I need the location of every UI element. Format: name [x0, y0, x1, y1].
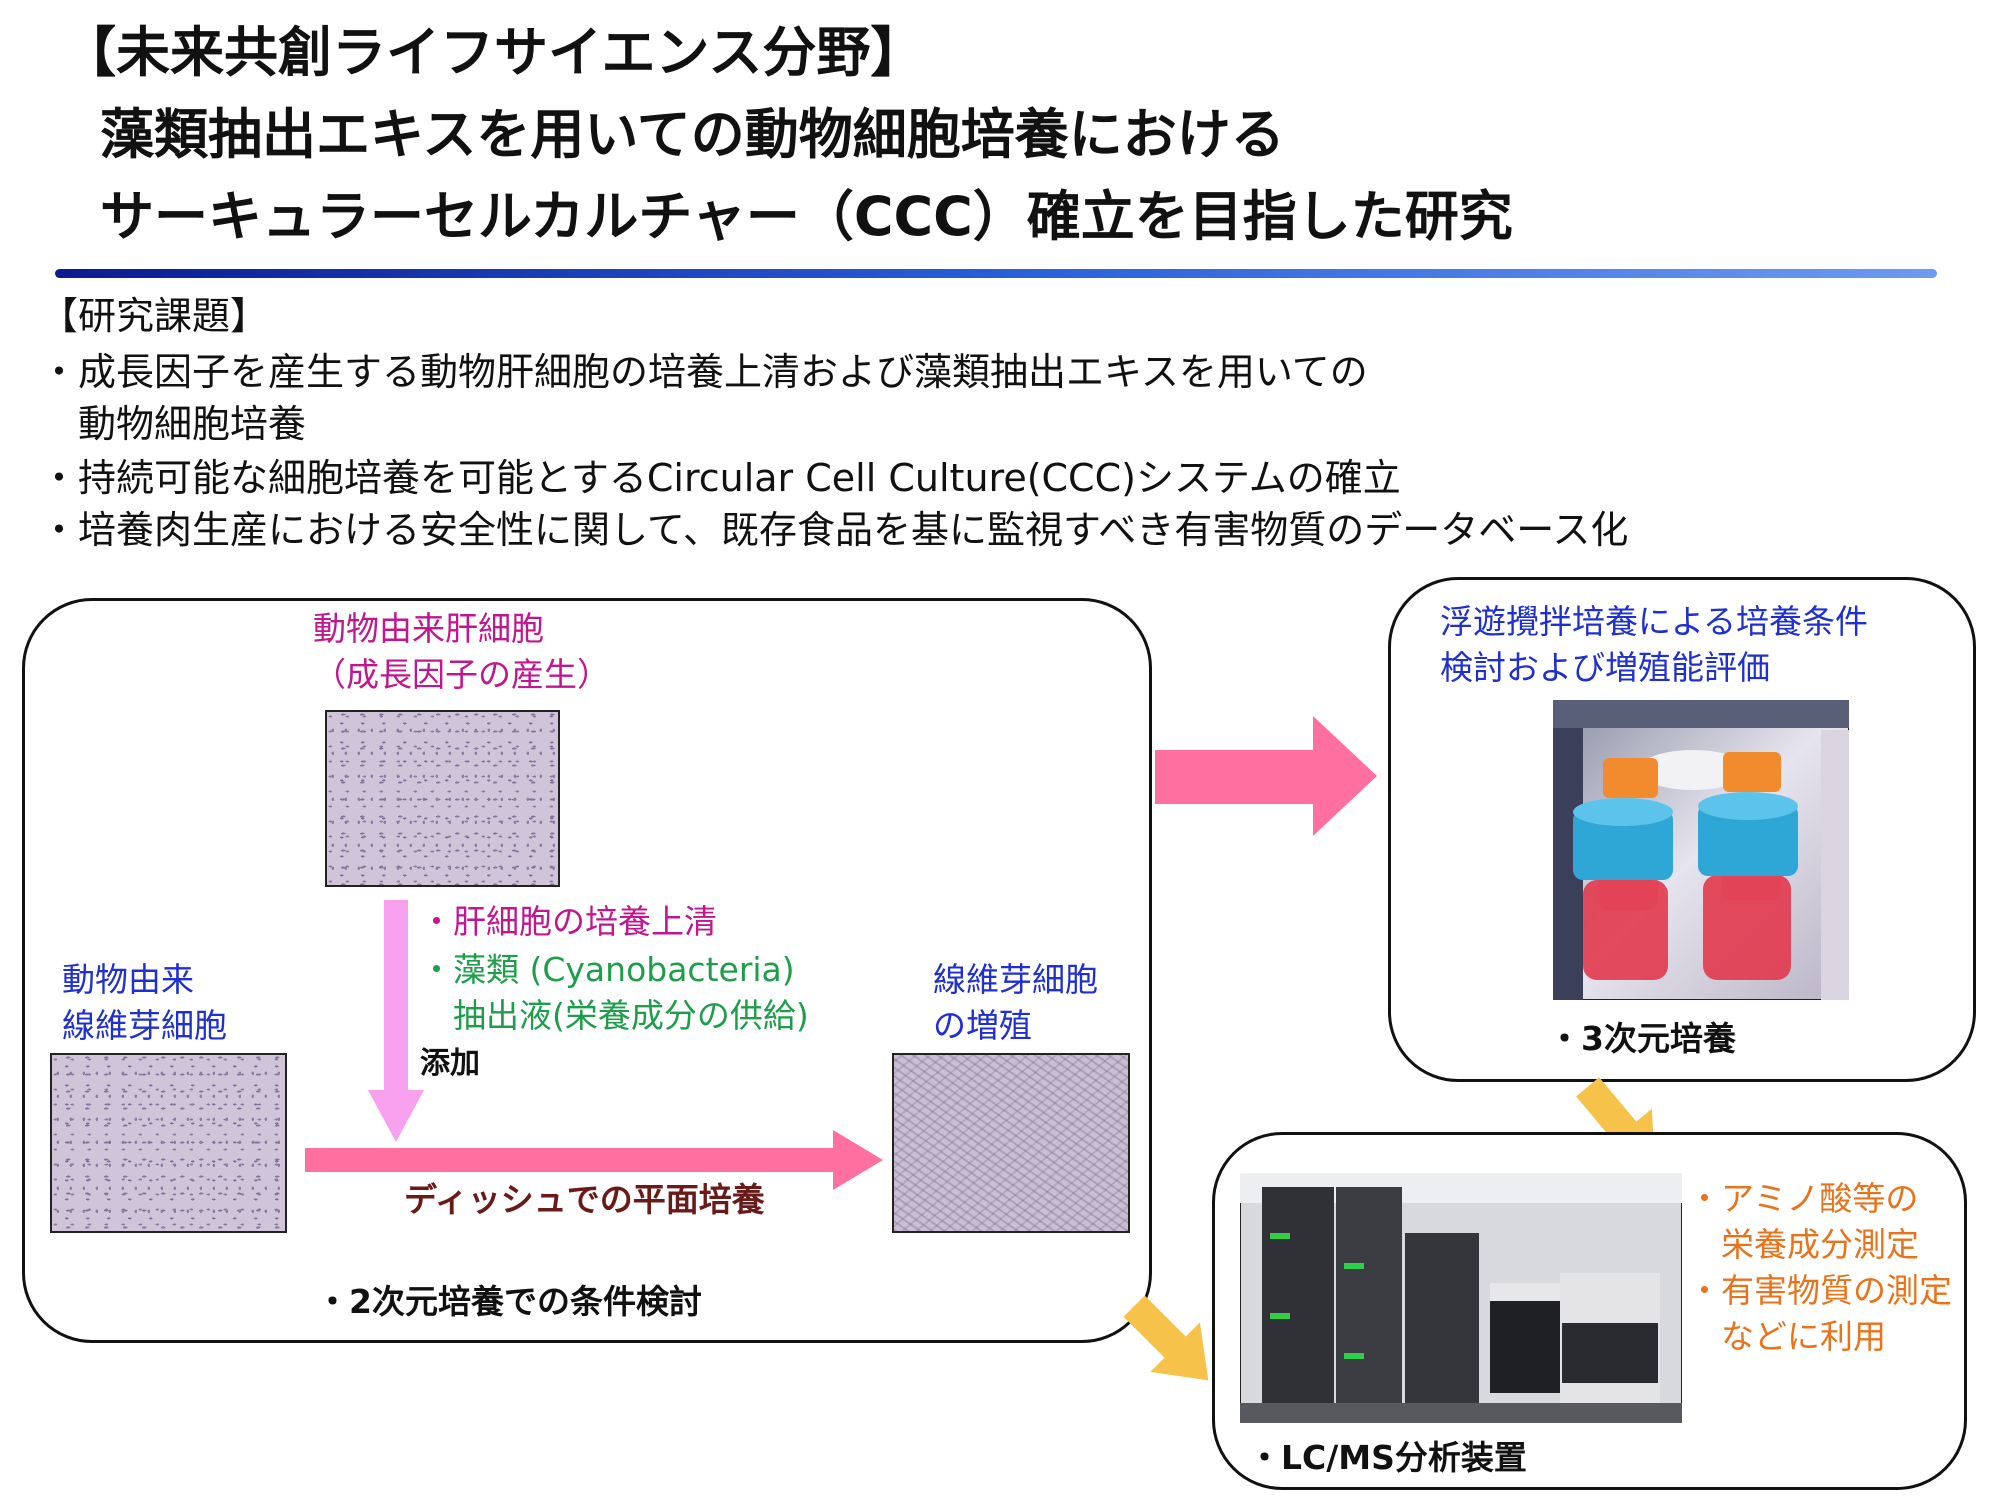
to-3d-arrow — [1155, 716, 1377, 836]
three-d-caption: ・3次元培養 — [1548, 1019, 1736, 1058]
lcms-instrument-photo — [1240, 1173, 1682, 1423]
growth-factor-label: （成長因子の産生） — [313, 655, 610, 694]
topics-heading: 【研究課題】 — [40, 294, 269, 338]
algae-extract-label: ・藻類 (Cyanobacteria) — [420, 950, 795, 989]
topic-item-3: ・培養肉生産における安全性に関して、既存食品を基に監視すべき有害物質のデータベー… — [40, 508, 1629, 552]
topic-item-2: ・持続可能な細胞培養を可能とするCircular Cell Culture(CC… — [40, 456, 1401, 500]
addition-arrow — [368, 900, 424, 1142]
lcms-note-4: などに利用 — [1688, 1317, 1886, 1356]
algae-extract-label-2: 抽出液(栄養成分の供給) — [420, 996, 809, 1035]
suspension-culture-label: 浮遊攪拌培養による培養条件 — [1440, 602, 1869, 641]
liver-cell-micrograph — [325, 710, 560, 887]
spinner-flask-photo — [1553, 700, 1849, 1000]
fibroblast-micrograph — [50, 1053, 287, 1233]
title-line-1: 【未来共創ライフサイエンス分野】 — [62, 21, 925, 84]
proliferation-label-2: の増殖 — [933, 1006, 1032, 1045]
lcms-caption: ・LC/MS分析装置 — [1248, 1438, 1527, 1477]
liver-cell-label: 動物由来肝細胞 — [313, 609, 544, 648]
supernatant-label: ・肝細胞の培養上清 — [420, 902, 717, 941]
lcms-note-1: ・アミノ酸等の — [1688, 1179, 1919, 1218]
suspension-culture-label-2: 検討および増殖能評価 — [1440, 648, 1770, 687]
lcms-note-3: ・有害物質の測定 — [1688, 1271, 1952, 1310]
title-divider — [55, 269, 1937, 278]
fibroblast-label: 動物由来 — [62, 960, 194, 999]
dish-culture-label: ディッシュでの平面培養 — [404, 1180, 765, 1219]
proliferated-fibroblast-micrograph — [892, 1053, 1130, 1233]
addition-label: 添加 — [420, 1046, 480, 1081]
to-lcms-arrow-from-2d — [1123, 1295, 1209, 1381]
fibroblast-label-2: 線維芽細胞 — [62, 1006, 227, 1045]
title-line-3: サーキュラーセルカルチャー（CCC）確立を目指した研究 — [100, 185, 1513, 248]
lcms-note-2: 栄養成分測定 — [1688, 1225, 1919, 1264]
title-line-2: 藻類抽出エキスを用いての動物細胞培養における — [100, 103, 1285, 166]
topic-item-1: ・成長因子を産生する動物肝細胞の培養上清および藻類抽出エキスを用いての — [40, 350, 1368, 394]
dish-culture-arrow — [305, 1130, 883, 1190]
topic-item-1-cont: 動物細胞培養 — [40, 402, 307, 446]
proliferation-label: 線維芽細胞 — [933, 960, 1098, 999]
two-d-caption: ・2次元培養での条件検討 — [316, 1282, 702, 1321]
